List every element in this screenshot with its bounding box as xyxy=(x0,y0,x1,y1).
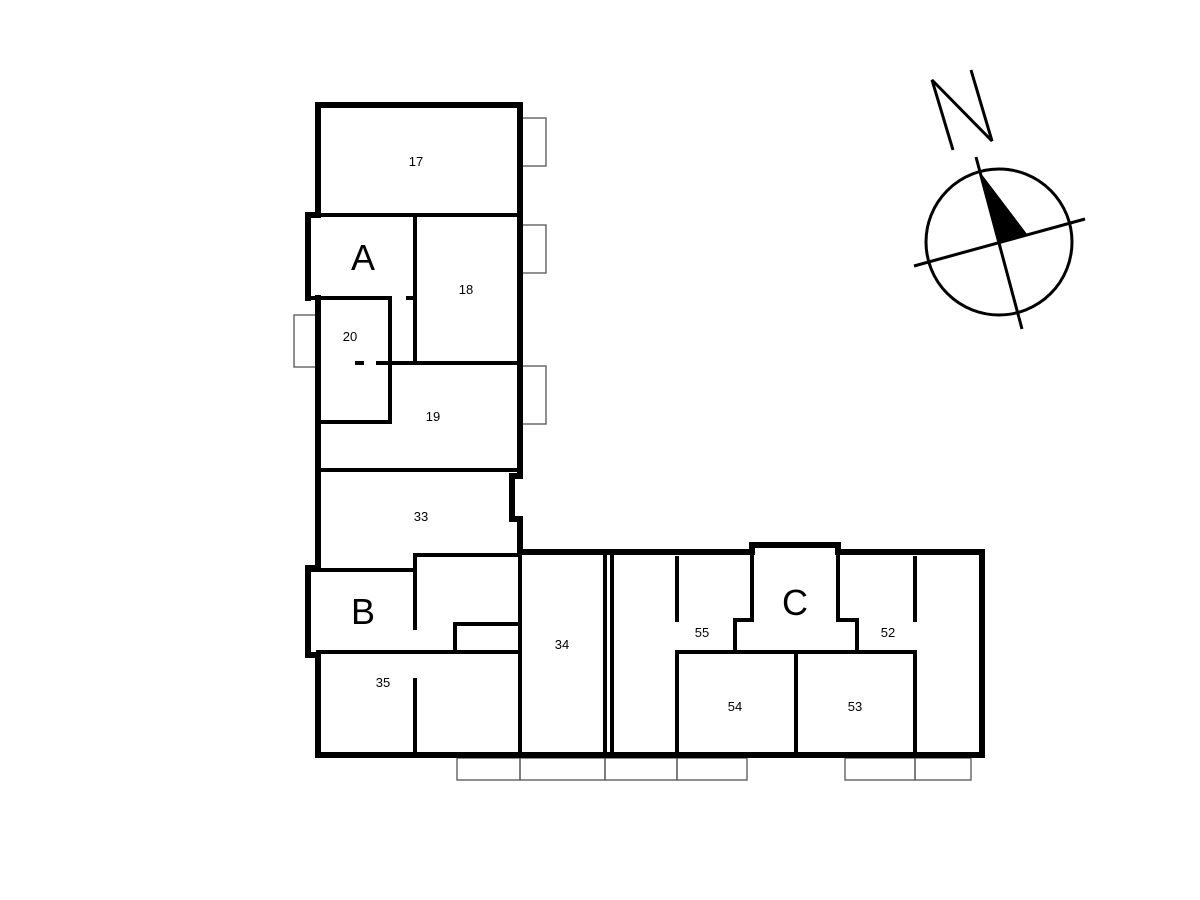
balcony-18 xyxy=(521,224,547,274)
balcony-34 xyxy=(519,757,606,781)
north-arrow-compass-icon xyxy=(913,69,1086,330)
room-20-label: 20 xyxy=(343,329,357,344)
balconies xyxy=(293,117,972,781)
compass-north-south-line xyxy=(974,156,1024,330)
room-52-label: 52 xyxy=(881,625,895,640)
balcony-35 xyxy=(456,757,521,781)
room-33-label: 33 xyxy=(414,509,428,524)
room-19-label: 19 xyxy=(426,409,440,424)
balcony-19 xyxy=(521,365,547,425)
stairwell-b-label: B xyxy=(351,591,375,632)
balcony-17 xyxy=(521,117,547,167)
interior-walls xyxy=(306,213,917,757)
room-labels: 17 18 20 19 33 34 35 55 52 54 53 xyxy=(343,154,895,714)
room-53-label: 53 xyxy=(848,699,862,714)
room-17-label: 17 xyxy=(409,154,423,169)
room-54-label: 54 xyxy=(728,699,742,714)
compass-needle xyxy=(980,172,1027,242)
room-55-label: 55 xyxy=(695,625,709,640)
room-35-label: 35 xyxy=(376,675,390,690)
balcony-54 xyxy=(676,757,748,781)
stairwell-c-label: C xyxy=(782,582,808,623)
stairwell-a-label: A xyxy=(351,237,375,278)
balcony-53 xyxy=(844,757,916,781)
outer-walls xyxy=(305,102,985,758)
room-34-label: 34 xyxy=(555,637,569,652)
compass-n-letter xyxy=(930,69,994,151)
balcony-20 xyxy=(293,314,319,368)
balcony-52 xyxy=(914,757,972,781)
stairwell-labels: A B C xyxy=(351,237,808,632)
compass-ring xyxy=(924,167,1074,317)
room-18-label: 18 xyxy=(459,282,473,297)
balcony-55 xyxy=(604,757,678,781)
